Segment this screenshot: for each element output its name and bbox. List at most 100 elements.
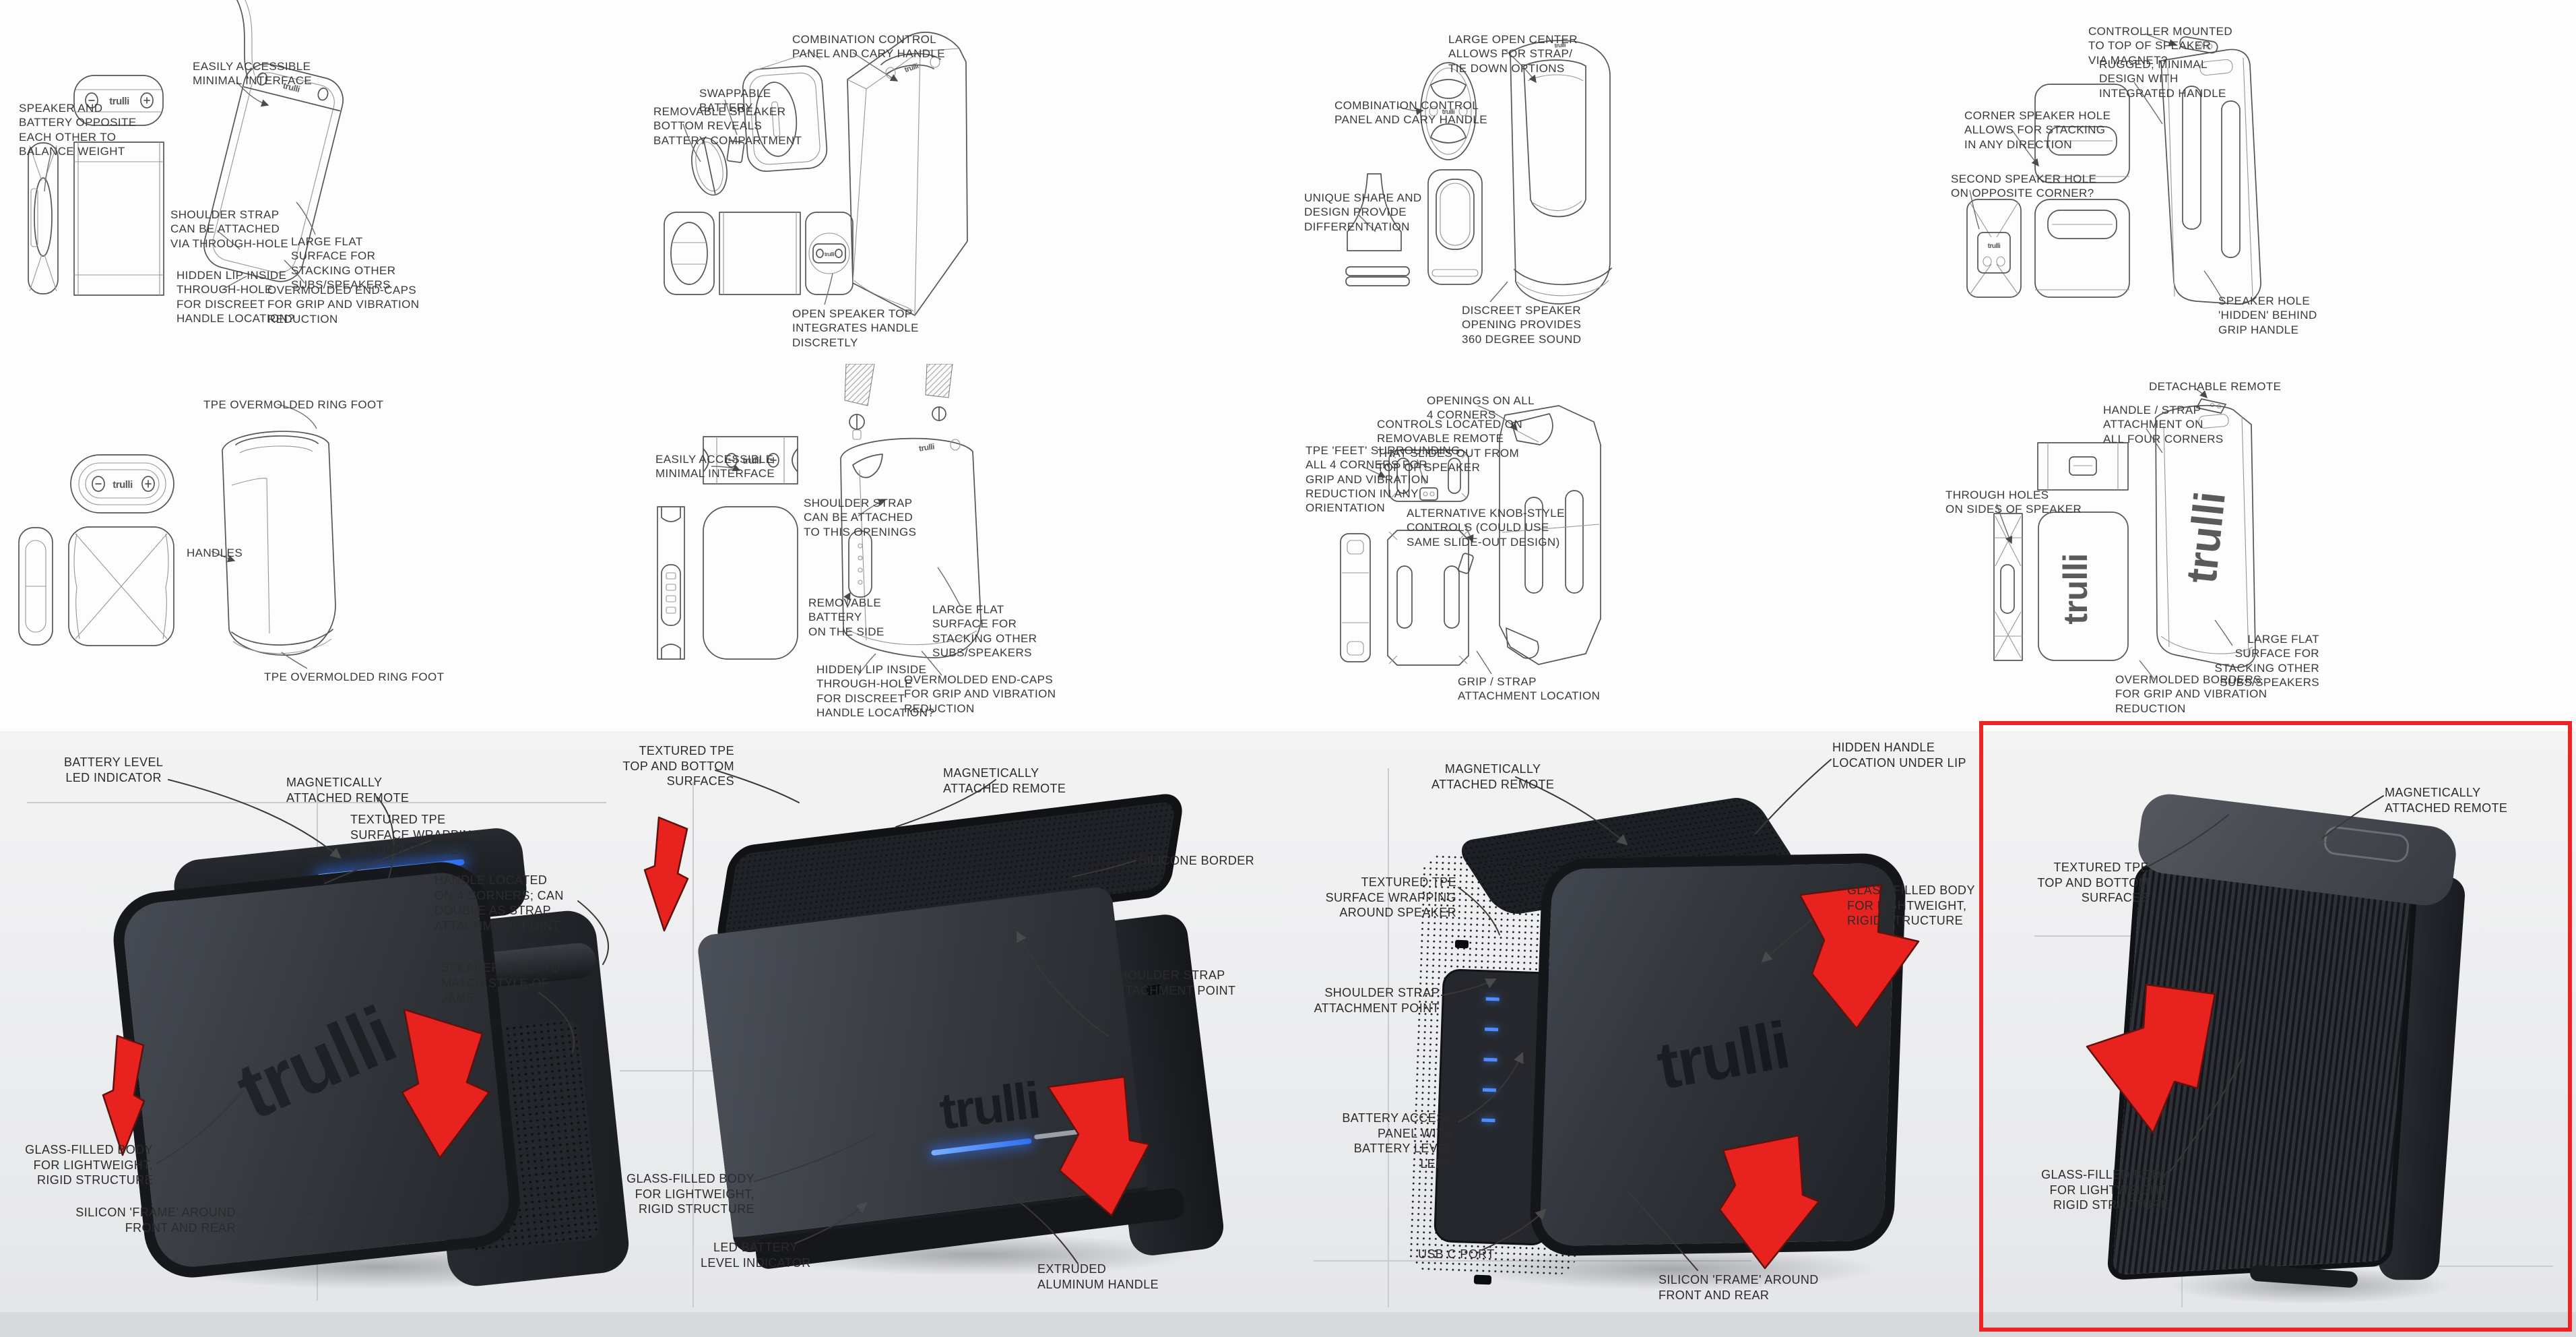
front-remote-sketch: trulli <box>1966 199 2022 298</box>
annotation: LARGE FLAT SURFACE FOR STACKING OTHER SU… <box>2214 633 2319 689</box>
leader-line <box>277 404 317 429</box>
arrows-and-leaders-overlay <box>102 759 2384 1271</box>
brand-logo: trulli <box>282 80 301 94</box>
annotation: GLASS-FILLED BODY FOR LIGHTWEIGHT, RIGID… <box>1847 883 1975 927</box>
annotation: THROUGH HOLES ON SIDES OF SPEAKER <box>1945 489 2082 516</box>
leader-line <box>1489 281 1508 303</box>
sketch-panel-corner-openings <box>1340 405 1601 675</box>
perspective-sketch <box>222 431 336 656</box>
leader-line <box>2133 82 2163 125</box>
annotation: LED BATTERY LEVEL INDICATOR <box>701 1241 811 1270</box>
annotation: CORNER SPEAKER HOLE ALLOWS FOR STACKING … <box>1964 109 2111 151</box>
leader-line <box>1477 405 1518 431</box>
annotation: HIDDEN LIP INSIDE THROUGH-HOLE FOR DISCR… <box>176 269 295 325</box>
brand-logo: trulli <box>825 251 835 257</box>
annotation: USB C PORT <box>1418 1247 1495 1261</box>
leader-line <box>921 650 942 676</box>
perspective-strap-sketch: trulli <box>840 364 981 658</box>
leader-line <box>236 82 269 107</box>
leader-line <box>858 653 876 676</box>
brand-logo: trulli <box>109 96 129 107</box>
annotation: MAGNETICALLY ATTACHED REMOTE <box>2385 786 2508 815</box>
leader-line <box>937 567 961 607</box>
selection-border[interactable] <box>1979 721 2572 1332</box>
annotation: HANDLES <box>187 547 243 559</box>
top-square-sketch <box>2034 84 2130 183</box>
brand-logo: trulli <box>918 441 935 453</box>
annotation: OVERMOLDED BORDERS FOR GRIP AND VIBRATIO… <box>2115 673 2267 715</box>
leader-line <box>2139 660 2155 680</box>
front-view-sketch <box>68 526 174 646</box>
perspective-sketch: trulli <box>203 63 344 282</box>
red-arrow <box>2086 983 2216 1134</box>
leader-line <box>2011 129 2039 167</box>
red-arrow <box>102 1034 146 1156</box>
annotation: COMBINATION CONTROL PANEL AND CARY HANDL… <box>792 33 945 61</box>
leader-line <box>1361 466 1386 478</box>
annotation: OVERMOLDED END-CAPS FOR GRIP AND VIBRATI… <box>267 284 420 325</box>
red-arrow <box>401 1008 490 1159</box>
annotation: SPEAKER GRILL TO MATCH STYLE OF JAM5 <box>441 961 561 1005</box>
leader-line <box>44 152 52 192</box>
speaker-cube-sketch <box>742 51 828 172</box>
annotation: TEXTURED TPE TOP AND BOTTOM SURFACES <box>622 744 734 788</box>
front-logo-sketch: trulli <box>2038 511 2129 661</box>
perspective-sketch: trulli <box>2155 404 2256 668</box>
leader-line <box>2214 619 2233 646</box>
sketch-panel-detachable-remote: trulli trulli <box>1993 387 2256 680</box>
front-view-sketch <box>703 506 798 660</box>
annotation: GLASS-FILLED BODY FOR LIGHTWEIGHT, RIGID… <box>25 1143 153 1187</box>
annotation: TPE OVERMOLDED RING FOOT <box>264 671 445 683</box>
top-view-sketch: trulli <box>73 75 164 126</box>
annotation: REMOVABLE BATTERY ON THE SIDE <box>808 596 884 638</box>
annotation: DETACHABLE REMOTE <box>2149 380 2282 393</box>
brand-logo: trulli <box>903 62 920 74</box>
sketch-panel-rugged-tower: trulli <box>1966 33 2261 305</box>
leader-line <box>296 201 316 235</box>
annotation: EASILY ACCESSIBLE MINIMAL INTERFACE <box>655 453 775 480</box>
leader-line <box>824 273 833 305</box>
annotation: GRIP / STRAP ATTACHMENT LOCATION <box>1458 675 1601 703</box>
front-view-sketch <box>73 142 164 296</box>
leader-line <box>1996 503 2013 545</box>
sketch-panel-opposed-driver: trulli trulli <box>28 0 344 296</box>
annotation: LARGE FLAT SURFACE FOR STACKING OTHER SU… <box>291 235 396 291</box>
funnel-front-sketch <box>1345 173 1410 286</box>
leader-line <box>1969 189 1980 230</box>
top-view-sketch <box>2037 442 2129 491</box>
annotation: SECOND SPEAKER HOLE ON OPPOSITE CORNER? <box>1951 173 2097 200</box>
render-strip: trulli trulli trulli <box>0 731 2576 1337</box>
leader-line <box>1396 106 1424 115</box>
annotation: DISCREET SPEAKER OPENING PROVIDES 360 DE… <box>1462 304 1582 346</box>
annotation: HIDDEN LIP INSIDE THROUGH-HOLE FOR DISCR… <box>816 663 935 719</box>
annotation: LARGE FLAT SURFACE FOR STACKING OTHER SU… <box>932 603 1037 659</box>
red-arrow <box>643 816 689 932</box>
perspective-open-center-sketch: trulli <box>1510 40 1612 305</box>
brand-logo: trulli <box>1442 108 1455 116</box>
side-bar-sketch <box>657 506 685 660</box>
ortho-row-sketch: trulli <box>664 212 854 295</box>
annotation: MAGNETICALLY ATTACHED REMOTE <box>943 766 1066 795</box>
annotation: SHOULDER STRAP CAN BE ATTACHED TO THIS O… <box>804 497 917 538</box>
remote-plate-sketch <box>1388 449 1469 502</box>
guide-line <box>1388 768 1389 1307</box>
annotation: HANDLE LOCATED ON 4 CORNERS; CAN DOUBLE … <box>434 873 564 933</box>
annotation: GLASS-FILLED BODY FOR LIGHTWEIGHT, RIGID… <box>2041 1168 2169 1212</box>
leader-line <box>852 52 899 82</box>
top-plate-sketch: trulli <box>703 436 798 485</box>
battery-chip-sketch <box>726 140 745 163</box>
side-view-sketch <box>28 142 59 294</box>
annotation: SHOULDER STRAP ATTACHMENT POINT <box>1110 968 1236 997</box>
red-arrow <box>1799 883 1920 1030</box>
annotation: TEXTURED TPE TOP AND BOTTOM SURFACES <box>2037 861 2149 904</box>
annotation: UNIQUE SHAPE AND DESIGN PROVIDE DIFFEREN… <box>1304 191 1422 233</box>
leader-line <box>1417 459 1426 485</box>
annotation: SHOULDER STRAP ATTACHMENT POINT <box>1314 986 1440 1015</box>
strap-line <box>236 0 249 79</box>
brand-logo: trulli <box>2177 489 2234 585</box>
leader-line <box>2203 270 2224 301</box>
leader-line <box>2144 33 2177 47</box>
sketch-panel-swappable-battery: trulli trulli <box>664 32 968 316</box>
octagon-front-sketch <box>1387 530 1474 666</box>
annotation: MAGNETICALLY ATTACHED REMOTE <box>286 776 410 805</box>
